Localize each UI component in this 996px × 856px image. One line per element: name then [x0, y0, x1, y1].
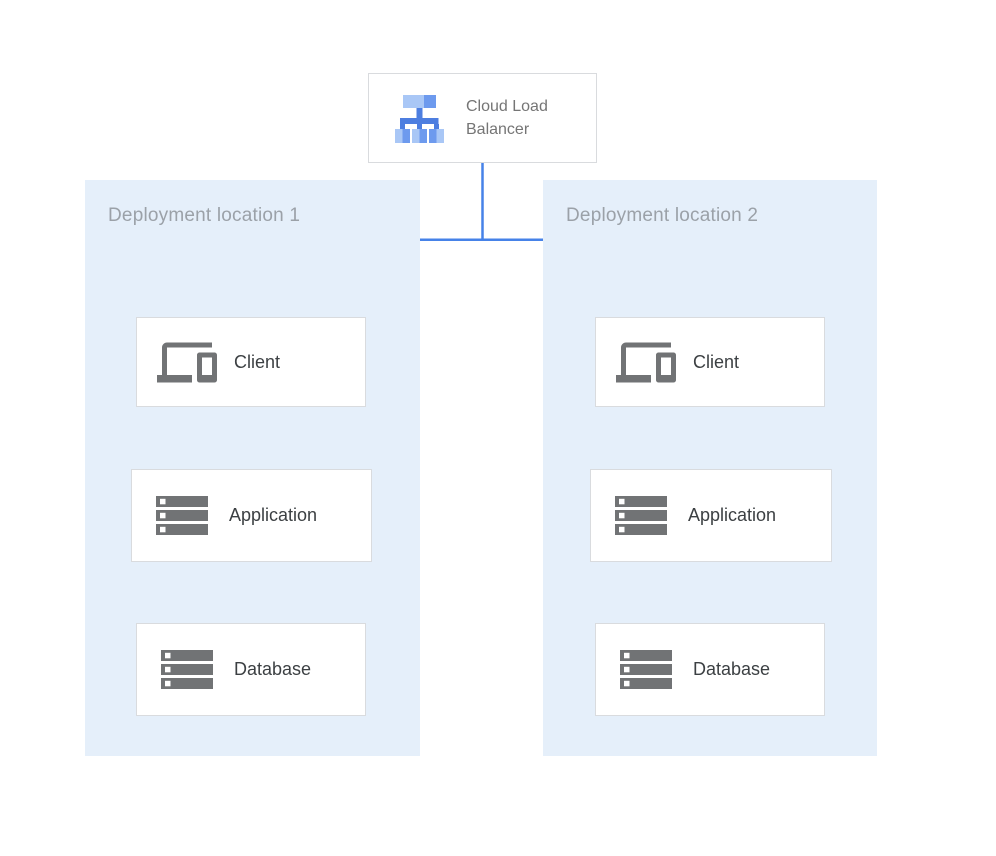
node-database-1: Database [136, 623, 366, 716]
devices-icon [616, 341, 676, 384]
load-balancer-icon [391, 90, 447, 146]
zone-2-label: Deployment location 2 [566, 205, 759, 226]
load-balancer-node: Cloud Load Balancer [368, 73, 597, 163]
devices-icon-svg [157, 342, 217, 382]
load-balancer-label: Cloud Load Balancer [466, 98, 548, 138]
node-label: Client [234, 351, 281, 372]
server-stack-icon [611, 496, 671, 535]
node-application-2: Application [590, 469, 832, 562]
node-label: Application [688, 505, 777, 525]
node-label: Application [229, 505, 318, 525]
node-client-2: Client [595, 317, 825, 407]
server-stack-icon-svg [161, 650, 213, 689]
load-balancer-icon-svg [395, 95, 444, 143]
server-stack-icon [157, 650, 217, 689]
node-label: Database [693, 659, 771, 679]
devices-icon-svg [616, 342, 676, 382]
node-label: Client [693, 351, 740, 372]
server-stack-icon [152, 496, 212, 535]
server-stack-icon-svg [620, 650, 672, 689]
devices-icon [157, 341, 217, 384]
node-client-1: Client [136, 317, 366, 407]
node-label: Database [234, 659, 312, 679]
server-stack-icon-svg [156, 496, 208, 535]
node-application-1: Application [131, 469, 372, 562]
node-database-2: Database [595, 623, 825, 716]
zone-1-label: Deployment location 1 [108, 205, 301, 226]
server-stack-icon [616, 650, 676, 689]
server-stack-icon-svg [615, 496, 667, 535]
